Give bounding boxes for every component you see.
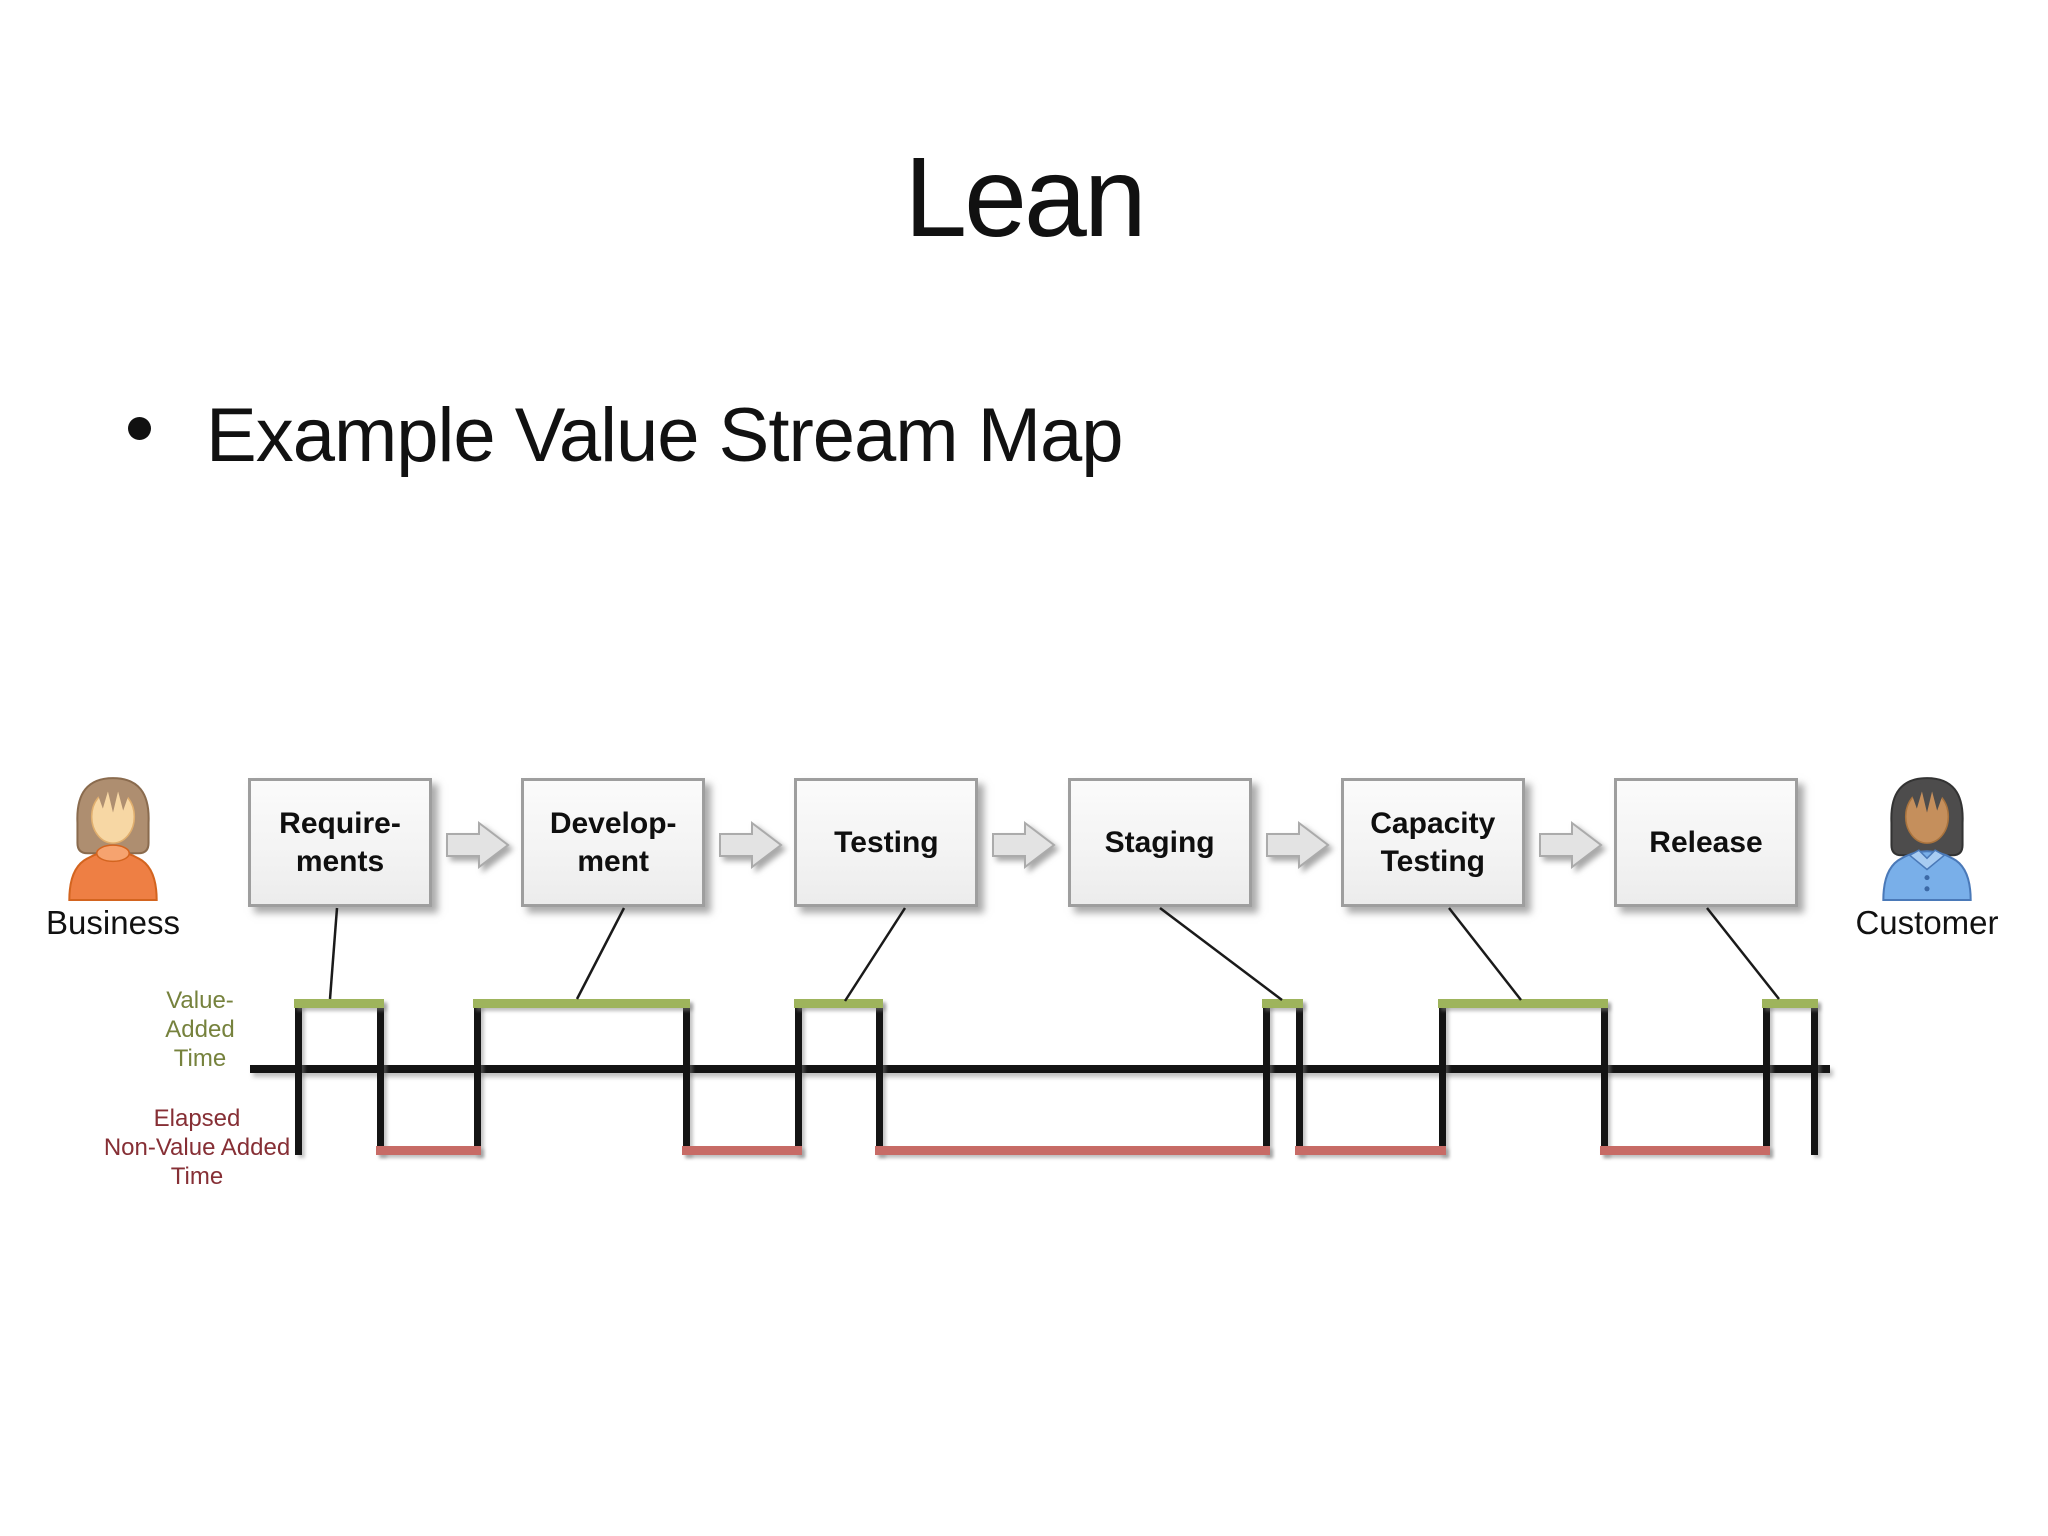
process-step-1: Require- ments (248, 778, 432, 907)
process-step-label: Require- ments (279, 806, 401, 878)
slide-title: Lean (904, 134, 1146, 260)
non-value-segment-1 (376, 1146, 481, 1155)
value-added-segment-2 (473, 999, 690, 1008)
timeline-tick-12 (1811, 1001, 1818, 1155)
timeline-baseline (250, 1065, 1830, 1073)
timeline-tick-7 (1263, 1001, 1270, 1155)
process-step-label: Release (1649, 825, 1763, 859)
value-added-time-label: Value- Added Time (165, 987, 235, 1072)
process-step-label: Capacity Testing (1370, 806, 1496, 878)
process-step-5: Capacity Testing (1340, 778, 1525, 907)
customer-actor: Customer (1847, 770, 2007, 942)
process-step-label: Develop- ment (549, 806, 677, 878)
value-added-segment-4 (1262, 999, 1303, 1008)
timeline-tick-3 (474, 1001, 481, 1155)
timeline-tick-4 (683, 1001, 690, 1155)
process-step-label: Staging (1104, 825, 1215, 859)
value-added-segment-6 (1762, 999, 1818, 1008)
bullet-point-icon (128, 417, 151, 440)
flow-arrow-icon (719, 821, 783, 869)
business-person-icon (68, 777, 158, 901)
timeline-tick-6 (876, 1001, 883, 1155)
process-step-4: Staging (1067, 778, 1252, 907)
flow-arrow-icon (992, 821, 1057, 869)
business-label: Business (46, 904, 180, 941)
non-value-segment-5 (1600, 1146, 1770, 1155)
flow-arrow-icon (1538, 821, 1603, 869)
process-step-6: Release (1614, 778, 1798, 907)
bullet-text: Example Value Stream Map (206, 393, 1124, 478)
business-actor: Business (33, 770, 193, 942)
value-added-segment-3 (794, 999, 883, 1008)
non-value-segment-3 (875, 1146, 1270, 1155)
timeline-tick-5 (795, 1001, 802, 1155)
value-added-segment-1 (294, 999, 384, 1008)
flow-arrow-icon (1265, 821, 1330, 869)
customer-label: Customer (1855, 904, 1999, 941)
process-step-3: Testing (794, 778, 979, 907)
timeline-tick-9 (1439, 1001, 1446, 1155)
process-step-2: Develop- ment (521, 778, 706, 907)
non-value-added-time-label: Elapsed Non-Value Added Time (103, 1105, 291, 1190)
timeline-tick-2 (377, 1001, 384, 1155)
non-value-segment-2 (682, 1146, 802, 1155)
value-added-segment-5 (1438, 999, 1608, 1008)
customer-person-icon (1882, 777, 1972, 901)
non-value-segment-4 (1295, 1146, 1446, 1155)
timeline-tick-1 (295, 1001, 302, 1155)
flow-arrow-icon (446, 821, 510, 869)
process-step-label: Testing (834, 825, 939, 859)
timeline-tick-11 (1763, 1001, 1770, 1155)
timeline-tick-8 (1296, 1001, 1303, 1155)
timeline-tick-10 (1601, 1001, 1608, 1155)
